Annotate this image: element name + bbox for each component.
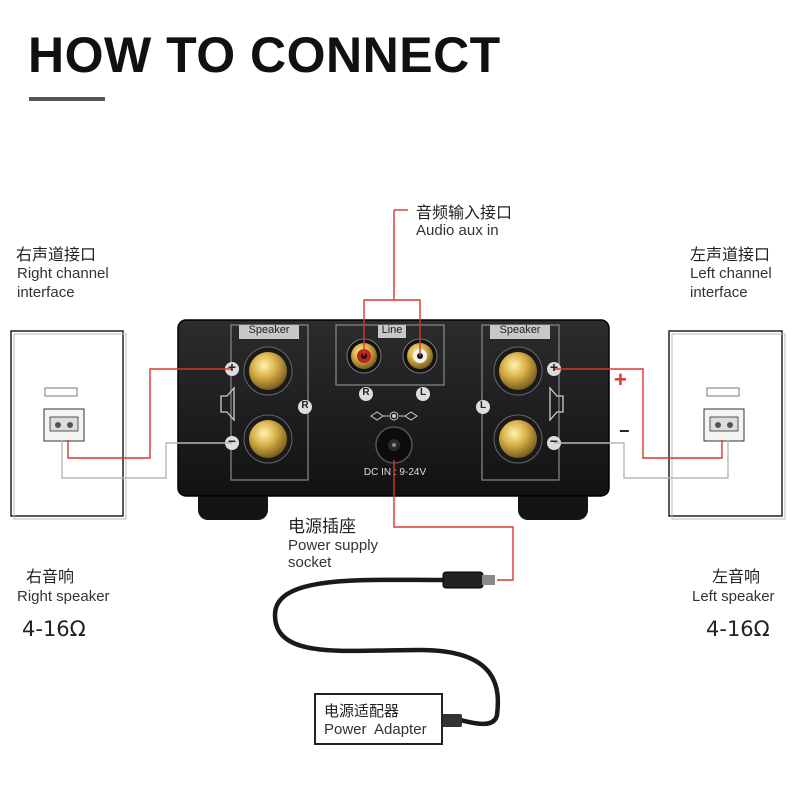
channel-l-marker: L xyxy=(479,400,487,411)
minus-sign-right: − xyxy=(549,433,559,449)
rca-l-marker: L xyxy=(419,387,427,398)
grey-wires xyxy=(61,440,729,479)
right-speaker-label-en: Right speaker xyxy=(17,588,110,605)
outer-plus-marker: + xyxy=(614,367,627,392)
left-speaker-cabinet xyxy=(668,330,786,520)
power-socket-label-en-2: socket xyxy=(288,554,332,571)
left-interface-label-zh: 左声道接口 xyxy=(690,245,771,264)
dc-in-label: DC IN : 9-24V xyxy=(363,467,427,478)
rca-r-marker: R xyxy=(362,387,370,398)
line-panel-label: Line xyxy=(381,324,403,336)
left-speaker-label-en: Left speaker xyxy=(692,588,775,605)
power-adapter-label-zh: 电源适配器 xyxy=(324,702,400,720)
left-speaker-impedance: 4-16Ω xyxy=(706,617,770,641)
outer-minus-marker: − xyxy=(619,421,630,441)
channel-r-marker: R xyxy=(301,400,309,411)
speaker-panel-right-label: Speaker xyxy=(499,324,541,336)
page-title: HOW TO CONNECT xyxy=(28,27,501,83)
title-underline xyxy=(29,97,105,101)
left-speaker-label-zh: 左音响 xyxy=(712,567,761,586)
power-cable xyxy=(272,571,501,727)
plus-sign-left: + xyxy=(227,359,237,375)
power-socket-label-zh: 电源插座 xyxy=(288,517,356,537)
speaker-panel-left-label: Speaker xyxy=(248,324,290,336)
right-speaker-cabinet xyxy=(10,330,127,520)
minus-sign-left: − xyxy=(227,433,237,449)
left-interface-label-en-2: interface xyxy=(690,284,748,301)
audio-in-label-zh: 音频输入接口 xyxy=(416,203,513,222)
red-wires xyxy=(67,209,723,581)
right-interface-label-en-1: Right channel xyxy=(17,265,109,282)
audio-in-label-en: Audio aux in xyxy=(416,222,499,239)
right-interface-label-en-2: interface xyxy=(17,284,75,301)
power-adapter-box: 电源适配器 Power Adapter xyxy=(314,693,443,745)
power-adapter-label-en: Power Adapter xyxy=(324,721,427,738)
right-speaker-impedance: 4-16Ω xyxy=(22,617,86,641)
power-socket-label-en-1: Power supply xyxy=(288,537,379,554)
plus-sign-right: + xyxy=(549,359,559,375)
left-interface-label-en-1: Left channel xyxy=(690,265,772,282)
right-speaker-label-zh: 右音响 xyxy=(26,567,75,586)
right-interface-label-zh: 右声道接口 xyxy=(16,245,97,264)
